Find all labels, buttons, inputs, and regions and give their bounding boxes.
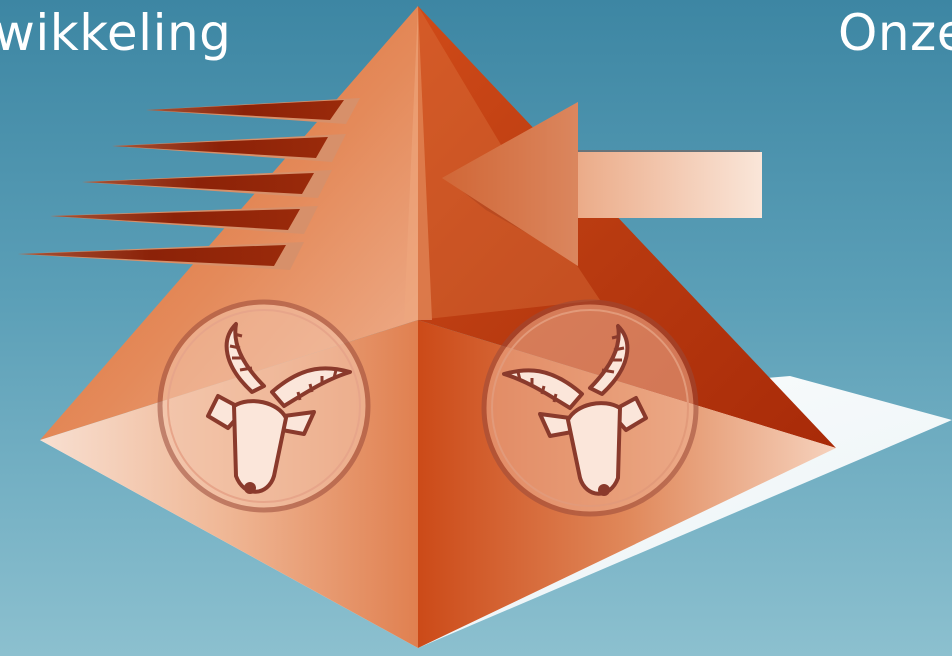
pyramid xyxy=(40,6,836,648)
speed-line xyxy=(146,98,360,124)
label-right: Onze xyxy=(838,8,952,58)
label-left: wikkeling xyxy=(0,8,231,58)
speed-line xyxy=(18,242,304,270)
speed-line xyxy=(50,206,318,234)
antelope-head-icon xyxy=(160,302,368,510)
speed-line xyxy=(112,134,346,162)
speed-line xyxy=(82,170,332,198)
antelope-head-icon xyxy=(484,302,696,514)
